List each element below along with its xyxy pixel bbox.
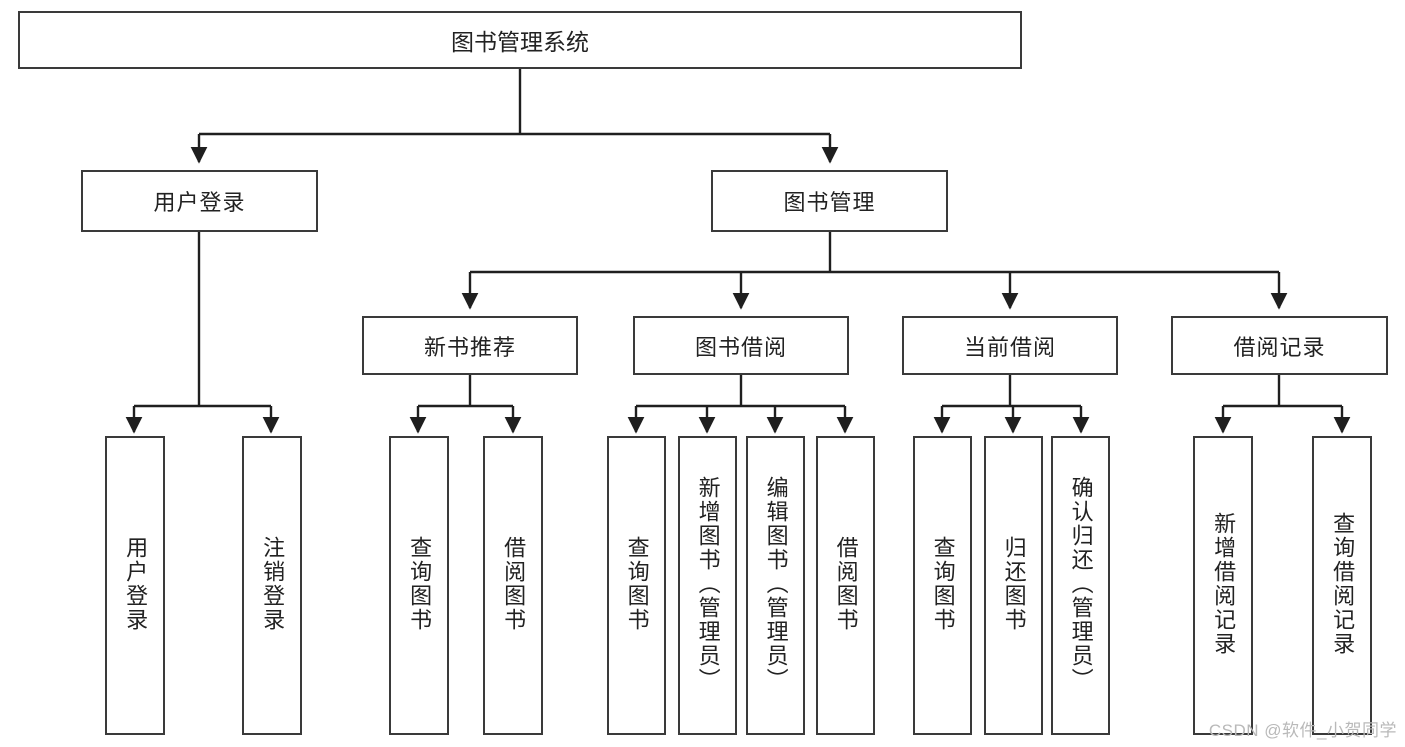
node-new-book-recommend[interactable]: 新书推荐	[362, 316, 578, 375]
leaf-new-book-borrow-book[interactable]: 借阅图书	[483, 436, 543, 735]
leaf-user-login-logout[interactable]: 注销登录	[242, 436, 302, 735]
leaf-label: 借阅图书	[501, 535, 527, 632]
leaf-current-borrow-confirm-return-admin[interactable]: 确认归还（管理员）	[1051, 436, 1110, 735]
node-label: 用户登录	[153, 190, 246, 215]
leaf-label: 新增借阅记录	[1211, 511, 1237, 656]
node-label: 新书推荐	[423, 334, 516, 360]
leaf-new-book-query-book[interactable]: 查询图书	[389, 436, 449, 735]
node-label: 图书借阅	[694, 334, 787, 360]
leaf-label: 新增图书（管理员）	[695, 475, 721, 692]
node-label: 当前借阅	[963, 334, 1056, 360]
leaf-borrow-record-query-record[interactable]: 查询借阅记录	[1312, 436, 1372, 735]
node-label: 借阅记录	[1233, 334, 1326, 360]
csdn-watermark: CSDN @软件_小贺同学	[1208, 721, 1397, 740]
leaf-label: 归还图书	[1001, 535, 1027, 632]
leaf-label: 用户登录	[123, 535, 149, 632]
leaf-label: 查询图书	[407, 535, 433, 632]
node-current-borrow[interactable]: 当前借阅	[902, 316, 1118, 375]
leaf-label: 查询图书	[624, 535, 650, 632]
leaf-label: 确认归还（管理员）	[1068, 475, 1094, 692]
leaf-current-borrow-query-book[interactable]: 查询图书	[913, 436, 972, 735]
node-label: 图书管理系统	[451, 29, 589, 55]
leaf-label: 编辑图书（管理员）	[763, 475, 789, 692]
leaf-book-borrow-borrow-book[interactable]: 借阅图书	[816, 436, 875, 735]
leaf-borrow-record-add-record[interactable]: 新增借阅记录	[1193, 436, 1253, 735]
leaf-user-login-login[interactable]: 用户登录	[105, 436, 165, 735]
node-book-management[interactable]: 图书管理	[711, 170, 948, 232]
leaf-book-borrow-query-book[interactable]: 查询图书	[607, 436, 666, 735]
leaf-label: 查询借阅记录	[1330, 511, 1356, 656]
leaf-book-borrow-add-book-admin[interactable]: 新增图书（管理员）	[678, 436, 737, 735]
node-root-book-management-system[interactable]: 图书管理系统	[18, 11, 1022, 69]
leaf-current-borrow-return-book[interactable]: 归还图书	[984, 436, 1043, 735]
leaf-label: 注销登录	[260, 535, 286, 632]
leaf-label: 查询图书	[930, 535, 956, 632]
node-label: 图书管理	[783, 190, 876, 215]
node-user-login[interactable]: 用户登录	[81, 170, 318, 232]
leaf-book-borrow-edit-book-admin[interactable]: 编辑图书（管理员）	[746, 436, 805, 735]
node-borrow-record[interactable]: 借阅记录	[1171, 316, 1388, 375]
node-book-borrow[interactable]: 图书借阅	[633, 316, 849, 375]
leaf-label: 借阅图书	[833, 535, 859, 632]
